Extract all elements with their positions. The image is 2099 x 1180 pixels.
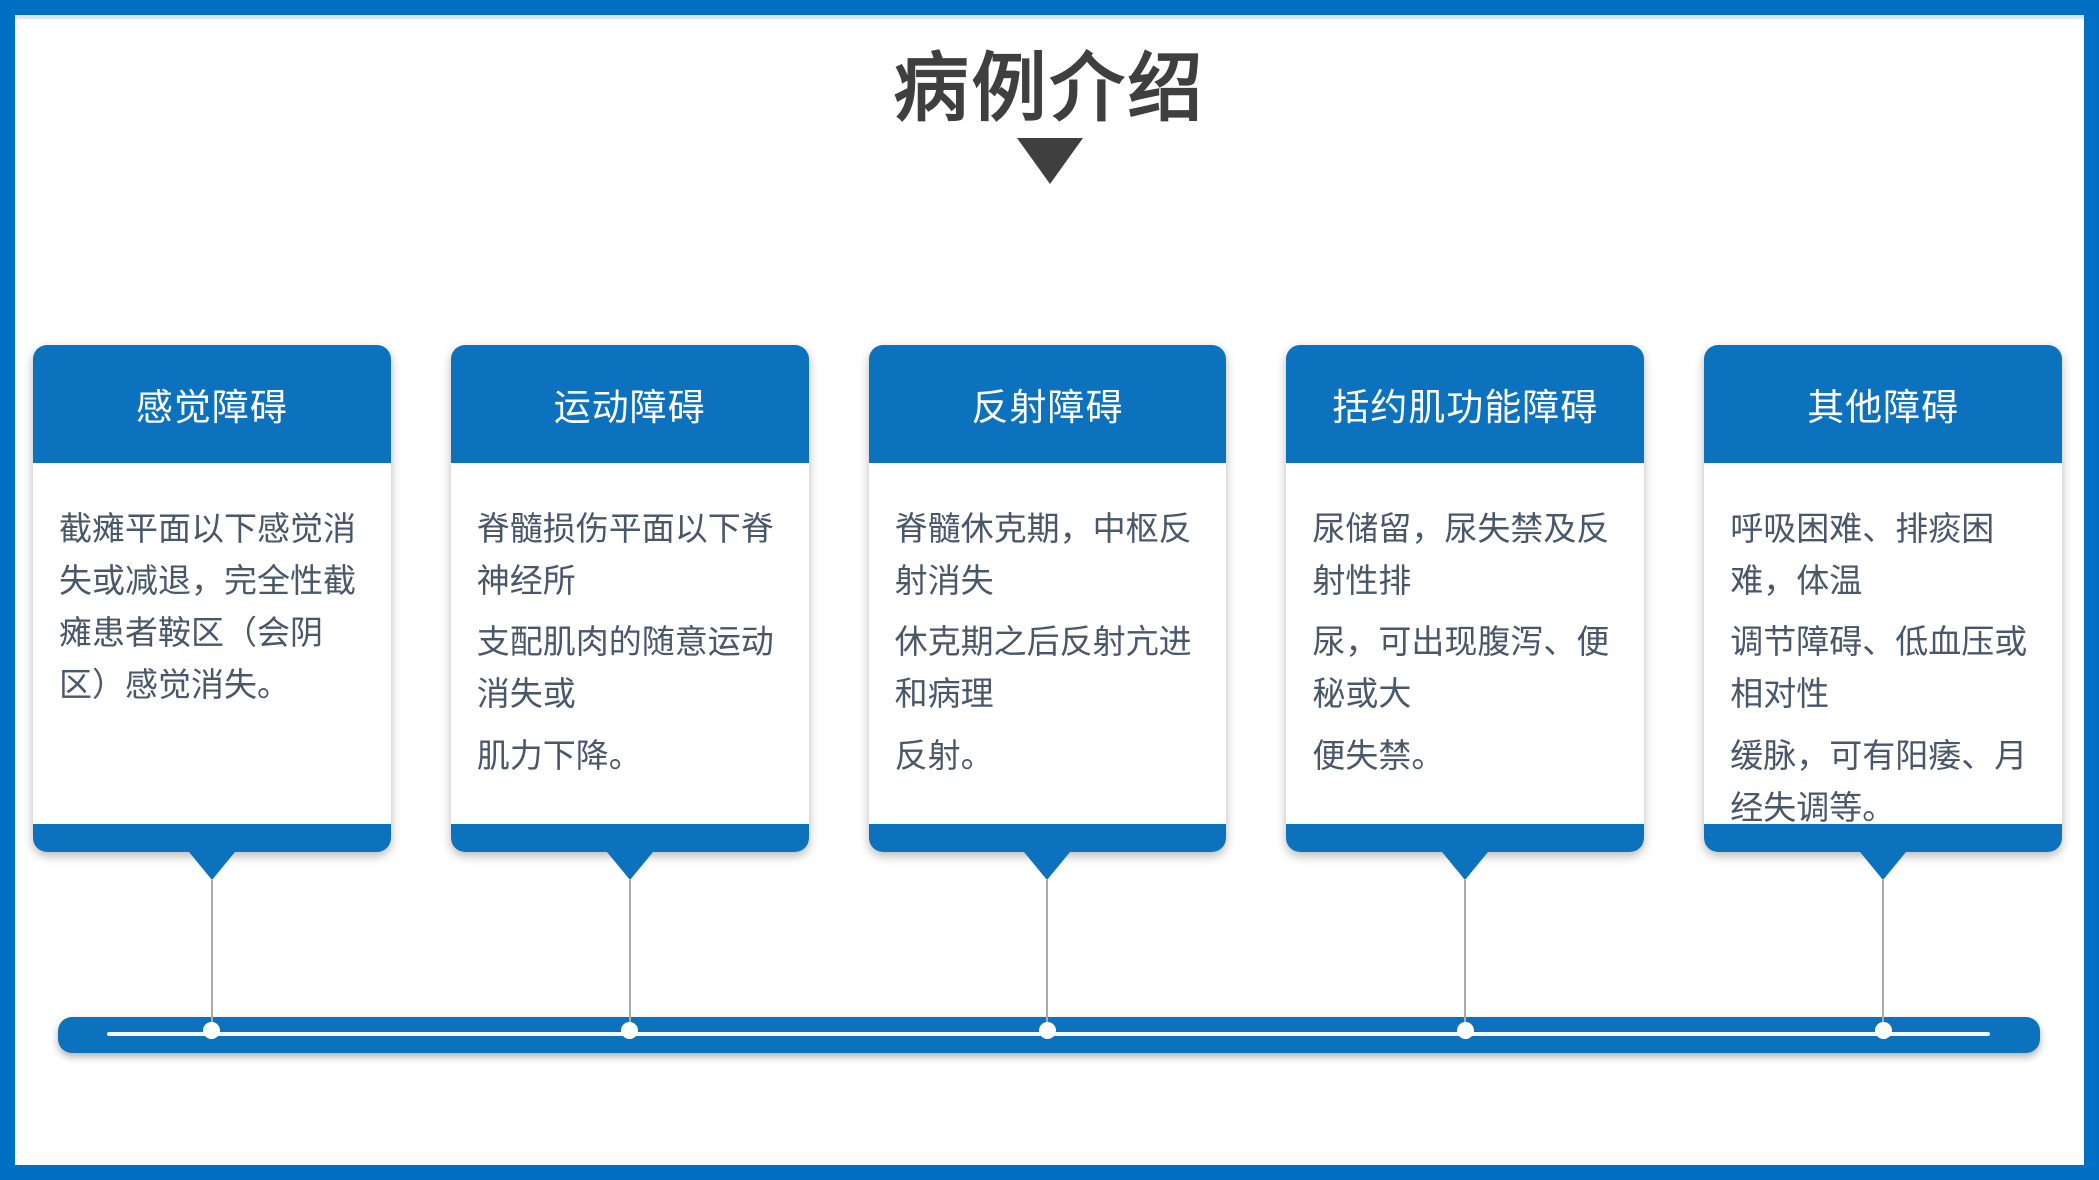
- card-paragraph: 肌力下降。: [476, 736, 642, 774]
- card-pointer-triangle-icon: [1860, 852, 1907, 880]
- card-footer: [1704, 824, 2062, 852]
- timeline-dot: [1038, 1022, 1056, 1039]
- card-header: 运动障碍: [450, 345, 809, 463]
- card-column-other: 其他障碍 呼吸困难、排痰困难，体温 调节障碍、低血压或相对性 缓脉，可有阳痿、月…: [1704, 345, 2062, 1039]
- card-column-reflex: 反射障碍 脊髓休克期，中枢反射消失 休克期之后反射亢进和病理 反射。: [868, 345, 1227, 1039]
- connector-line: [1464, 880, 1467, 1022]
- card-paragraph: 截瘫平面以下感觉消失或减退，完全性截瘫患者鞍区（会阴区）感觉消失。: [59, 510, 356, 704]
- card-paragraph: 支配肌肉的随意运动消失或: [476, 623, 774, 713]
- card-paragraph: 调节障碍、低血压或相对性: [1730, 623, 2028, 713]
- card-column-sphincter: 括约肌功能障碍 尿储留，尿失禁及反射性排 尿，可出现腹泻、便秘或大 便失禁。: [1286, 345, 1645, 1039]
- card-header: 反射障碍: [868, 345, 1227, 463]
- card-paragraph: 脊髓休克期，中枢反射消失: [894, 510, 1192, 600]
- card-pointer-triangle-icon: [1024, 852, 1071, 880]
- cards-row: 感觉障碍 截瘫平面以下感觉消失或减退，完全性截瘫患者鞍区（会阴区）感觉消失。 运…: [33, 345, 2062, 1039]
- card-sensory: 感觉障碍 截瘫平面以下感觉消失或减退，完全性截瘫患者鞍区（会阴区）感觉消失。: [33, 345, 391, 852]
- card-sphincter: 括约肌功能障碍 尿储留，尿失禁及反射性排 尿，可出现腹泻、便秘或大 便失禁。: [1286, 345, 1645, 852]
- card-paragraph: 尿储留，尿失禁及反射性排: [1312, 510, 1610, 600]
- connector-line: [210, 880, 213, 1022]
- card-pointer-triangle-icon: [606, 852, 653, 880]
- card-motor: 运动障碍 脊髓损伤平面以下脊神经所 支配肌肉的随意运动消失或 肌力下降。: [450, 345, 809, 852]
- card-body: 脊髓休克期，中枢反射消失 休克期之后反射亢进和病理 反射。: [868, 463, 1227, 824]
- connector-line: [1046, 880, 1049, 1022]
- card-paragraph: 脊髓损伤平面以下脊神经所: [476, 510, 774, 600]
- connector-line: [628, 880, 631, 1022]
- card-body: 截瘫平面以下感觉消失或减退，完全性截瘫患者鞍区（会阴区）感觉消失。: [33, 463, 391, 824]
- card-footer: [33, 824, 391, 852]
- card-column-motor: 运动障碍 脊髓损伤平面以下脊神经所 支配肌肉的随意运动消失或 肌力下降。: [450, 345, 809, 1039]
- card-body: 呼吸困难、排痰困难，体温 调节障碍、低血压或相对性 缓脉，可有阳痿、月经失调等。: [1704, 463, 2062, 824]
- card-footer: [1286, 824, 1645, 852]
- timeline-dot: [1874, 1022, 1892, 1039]
- card-paragraph: 呼吸困难、排痰困难，体温: [1730, 510, 1995, 600]
- card-pointer-triangle-icon: [1442, 852, 1489, 880]
- card-body: 脊髓损伤平面以下脊神经所 支配肌肉的随意运动消失或 肌力下降。: [450, 463, 809, 824]
- card-other: 其他障碍 呼吸困难、排痰困难，体温 调节障碍、低血压或相对性 缓脉，可有阳痿、月…: [1704, 345, 2062, 852]
- card-header: 括约肌功能障碍: [1286, 345, 1645, 463]
- card-paragraph: 便失禁。: [1312, 736, 1445, 774]
- card-paragraph: 尿，可出现腹泻、便秘或大: [1312, 623, 1610, 713]
- card-header: 感觉障碍: [33, 345, 391, 463]
- timeline-dot: [1456, 1022, 1474, 1039]
- card-paragraph: 休克期之后反射亢进和病理: [894, 623, 1192, 713]
- title-down-triangle-icon: [1016, 137, 1083, 184]
- card-header: 其他障碍: [1704, 345, 2062, 463]
- page-title: 病例介绍: [893, 46, 1206, 130]
- title-block: 病例介绍: [15, 49, 2084, 184]
- card-column-sensory: 感觉障碍 截瘫平面以下感觉消失或减退，完全性截瘫患者鞍区（会阴区）感觉消失。: [33, 345, 391, 1039]
- card-body: 尿储留，尿失禁及反射性排 尿，可出现腹泻、便秘或大 便失禁。: [1286, 463, 1645, 824]
- frame-inner-highlight: [15, 15, 2084, 19]
- card-paragraph: 缓脉，可有阳痿、月经失调等。: [1730, 736, 2028, 825]
- connector-line: [1882, 880, 1885, 1022]
- card-footer: [868, 824, 1227, 852]
- card-pointer-triangle-icon: [188, 852, 235, 880]
- card-reflex: 反射障碍 脊髓休克期，中枢反射消失 休克期之后反射亢进和病理 反射。: [868, 345, 1227, 852]
- card-paragraph: 反射。: [894, 736, 994, 774]
- card-footer: [450, 824, 809, 852]
- timeline-dot: [203, 1022, 221, 1039]
- timeline-dot: [621, 1022, 639, 1039]
